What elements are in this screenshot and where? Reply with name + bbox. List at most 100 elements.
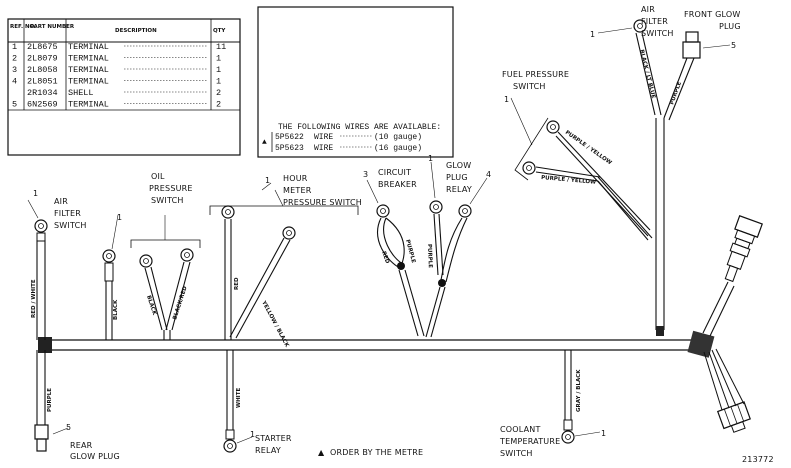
wire-white: WHITE bbox=[236, 388, 242, 408]
table-cell-ref: 1 bbox=[12, 42, 17, 52]
label-starter-2: RELAY bbox=[255, 446, 281, 455]
callout-glow-relay-b: 4 bbox=[486, 170, 491, 179]
label-starter-1: STARTER bbox=[255, 434, 292, 443]
branch-fuel-pressure: FUEL PRESSURE SWITCH 1 PURPLE / YELLOW P… bbox=[502, 70, 653, 241]
hdr-qty: QTY bbox=[213, 28, 226, 34]
branch-front-glow-plug: FRONT GLOW PLUG 5 PURPLE bbox=[655, 10, 741, 336]
label-rear-glow-2: GLOW PLUG bbox=[70, 452, 120, 461]
trunk-junction-left bbox=[38, 337, 52, 353]
hdr-part: PART NUMBER bbox=[30, 24, 75, 30]
table-cell-desc: TERMINAL bbox=[68, 54, 109, 64]
label-hour-3: PRESSURE SWITCH bbox=[283, 198, 362, 207]
branch-oil-black: 1 BLACK bbox=[102, 213, 122, 340]
branch-air-filter-top: AIR FILTER SWITCH 1 BLACK / LT BLUE bbox=[590, 5, 674, 116]
callout-air-left: 1 bbox=[33, 189, 38, 198]
figure-number: 213772 bbox=[742, 455, 774, 464]
wire-purple-gp: PURPLE bbox=[426, 244, 433, 268]
label-oil-3: SWITCH bbox=[151, 196, 184, 205]
table-cell-part: 2L8058 bbox=[27, 65, 58, 75]
label-air-top-1: AIR bbox=[641, 5, 655, 14]
hdr-desc: DESCRIPTION bbox=[115, 28, 157, 34]
table-cell-qty: 2 bbox=[216, 88, 221, 98]
order-note-triangle: ▲ bbox=[318, 448, 325, 457]
label-air-filter-left-2: FILTER bbox=[54, 209, 81, 218]
main-trunk bbox=[38, 330, 715, 358]
callout-rear: 5 bbox=[66, 423, 71, 432]
wire-purple-cb: PURPLE bbox=[404, 239, 416, 264]
table-cell-ref: 4 bbox=[12, 77, 17, 87]
label-cb-1: CIRCUIT bbox=[378, 168, 411, 177]
label-hour-1: HOUR bbox=[283, 174, 308, 183]
label-fuel-2: SWITCH bbox=[513, 82, 546, 91]
label-gp-3: RELAY bbox=[446, 185, 472, 194]
table-cell-desc: TERMINAL bbox=[68, 100, 109, 110]
table-cell-part: 2R1034 bbox=[27, 88, 58, 98]
callout-coolant: 1 bbox=[601, 429, 606, 438]
wire-red-cb: RED bbox=[380, 251, 390, 265]
table-cell-part: 2L8079 bbox=[27, 54, 58, 64]
table-cell-desc: SHELL bbox=[68, 88, 94, 98]
branch-rear-glow-plug: 5 REAR GLOW PLUG PURPLE bbox=[34, 350, 120, 461]
table-cell-ref: 3 bbox=[12, 65, 17, 75]
wire-red-hm: RED bbox=[234, 277, 240, 290]
table-cell-part: 6N2569 bbox=[27, 100, 58, 110]
table-cell-ref: 2 bbox=[12, 54, 17, 64]
label-rear-glow-1: REAR bbox=[70, 441, 93, 450]
branch-coolant: 1 COOLANT TEMPERATURE SWITCH GRAY / BLAC… bbox=[499, 350, 606, 458]
callout-oil: 1 bbox=[117, 213, 122, 222]
hdr-ref: REF. NO. bbox=[10, 24, 36, 30]
branch-circuit-breaker: 3 CIRCUIT BREAKER RED PURPLE bbox=[363, 168, 425, 337]
label-oil-1: OIL bbox=[151, 172, 165, 181]
table-cell-qty: 2 bbox=[216, 100, 221, 110]
table-cell-desc: TERMINAL bbox=[68, 65, 109, 75]
wire-note-box: THE FOLLOWING WIRES ARE AVAILABLE: ▲ 5P5… bbox=[257, 6, 454, 158]
branch-glow-plug-relay: 1 4 GLOW PLUG RELAY PURPLE bbox=[425, 154, 491, 338]
label-front-2: PLUG bbox=[719, 22, 741, 31]
wire-purple-left: PURPLE bbox=[47, 388, 53, 412]
label-coolant-1: COOLANT bbox=[500, 425, 541, 434]
table-cell-qty: 1 bbox=[216, 54, 221, 64]
label-fuel-1: FUEL PRESSURE bbox=[502, 70, 569, 79]
label-air-filter-left-3: SWITCH bbox=[54, 221, 87, 230]
callout-fuel: 1 bbox=[504, 95, 509, 104]
label-coolant-3: SWITCH bbox=[500, 449, 533, 458]
table-cell-part: 2L8051 bbox=[27, 77, 58, 87]
callout-cb: 3 bbox=[363, 170, 368, 179]
ring-terminal bbox=[34, 219, 48, 233]
wire-note-heading: THE FOLLOWING WIRES ARE AVAILABLE: bbox=[278, 123, 441, 132]
label-oil-2: PRESSURE bbox=[149, 184, 193, 193]
label-gp-2: PLUG bbox=[446, 173, 468, 182]
callout-starter: 1 bbox=[250, 430, 255, 439]
wire-row-1-gauge: (10 gauge) bbox=[374, 133, 422, 142]
table-cell-qty: 11 bbox=[216, 42, 226, 52]
label-air-top-3: SWITCH bbox=[641, 29, 674, 38]
wire-black: BLACK bbox=[113, 299, 119, 320]
label-air-top-2: FILTER bbox=[641, 17, 668, 26]
wire-purple-top: PURPLE bbox=[669, 81, 683, 106]
wire-gray-black: GRAY / BLACK bbox=[576, 369, 582, 412]
label-gp-1: GLOW bbox=[446, 161, 471, 170]
wire-yellow-black: YELLOW / BLACK bbox=[260, 299, 290, 349]
label-cb-2: BREAKER bbox=[378, 180, 417, 189]
wire-purple-yellow2: PURPLE / YELLOW bbox=[541, 175, 596, 186]
table-cell-ref: 5 bbox=[12, 100, 17, 110]
branch-air-filter-left: 1 AIR FILTER SWITCH RED / WHITE bbox=[27, 189, 87, 340]
callout-air-top: 1 bbox=[590, 30, 595, 39]
label-air-filter-left-1: AIR bbox=[54, 197, 68, 206]
parts-table: REF. NO. PART NUMBER DESCRIPTION QTY 1 2L… bbox=[7, 18, 241, 156]
table-cell-desc: TERMINAL bbox=[68, 42, 109, 52]
wire-black-red: BLACK/RED bbox=[172, 285, 189, 320]
wire-row-2-desc: WIRE bbox=[314, 144, 333, 153]
label-hour-2: METER bbox=[283, 186, 312, 195]
triangle-mark: ▲ bbox=[262, 138, 267, 147]
branch-starter-relay: 1 STARTER RELAY WHITE bbox=[223, 350, 292, 455]
label-front-1: FRONT GLOW bbox=[684, 10, 740, 19]
wire-purple-yellow: PURPLE / YELLOW bbox=[564, 130, 613, 167]
callout-glow-relay-a: 1 bbox=[428, 154, 433, 163]
wire-row-1-desc: WIRE bbox=[314, 133, 333, 142]
branch-right-connector bbox=[702, 215, 763, 433]
trunk-junction-right bbox=[687, 330, 715, 358]
branch-oil-pressure-switch: OIL PRESSURE SWITCH BLACK BLACK/RED bbox=[130, 172, 201, 340]
